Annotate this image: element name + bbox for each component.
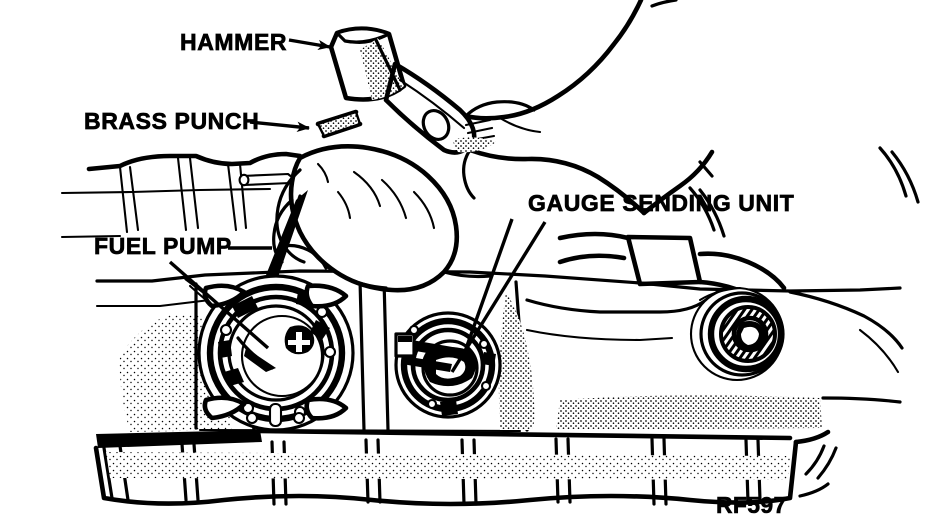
filler-neck-grommet (689, 286, 785, 382)
leader-gauge-sending-unit-b (460, 218, 514, 361)
tank-shading-lower-right (556, 395, 822, 430)
tank-shading-divider (498, 292, 535, 430)
callout-label-fuel-pump: FUEL PUMP (94, 233, 232, 259)
callout-label-hammer: HAMMER (180, 29, 287, 55)
hammer (328, 26, 477, 155)
leader-fuel-pump-diag (168, 260, 270, 350)
hand-holding-punch (272, 144, 492, 293)
tank-skirt-corrugation (93, 428, 831, 507)
sending-unit-lock-ring (394, 311, 502, 419)
fuel-pump-lock-ring (197, 274, 355, 432)
callout-leaders (168, 38, 547, 373)
callout-label-gauge-sending-unit: GAUGE SENDING UNIT (528, 190, 794, 216)
figure-reference-code: RF597 (716, 492, 787, 518)
hand-holding-hammer (452, 0, 787, 299)
leader-hammer (288, 38, 331, 51)
callout-label-brass-punch: BRASS PUNCH (84, 108, 259, 134)
background-contour-lines (650, 0, 920, 480)
leader-brass-punch (249, 120, 310, 132)
lock-ring-tabs (218, 292, 337, 419)
